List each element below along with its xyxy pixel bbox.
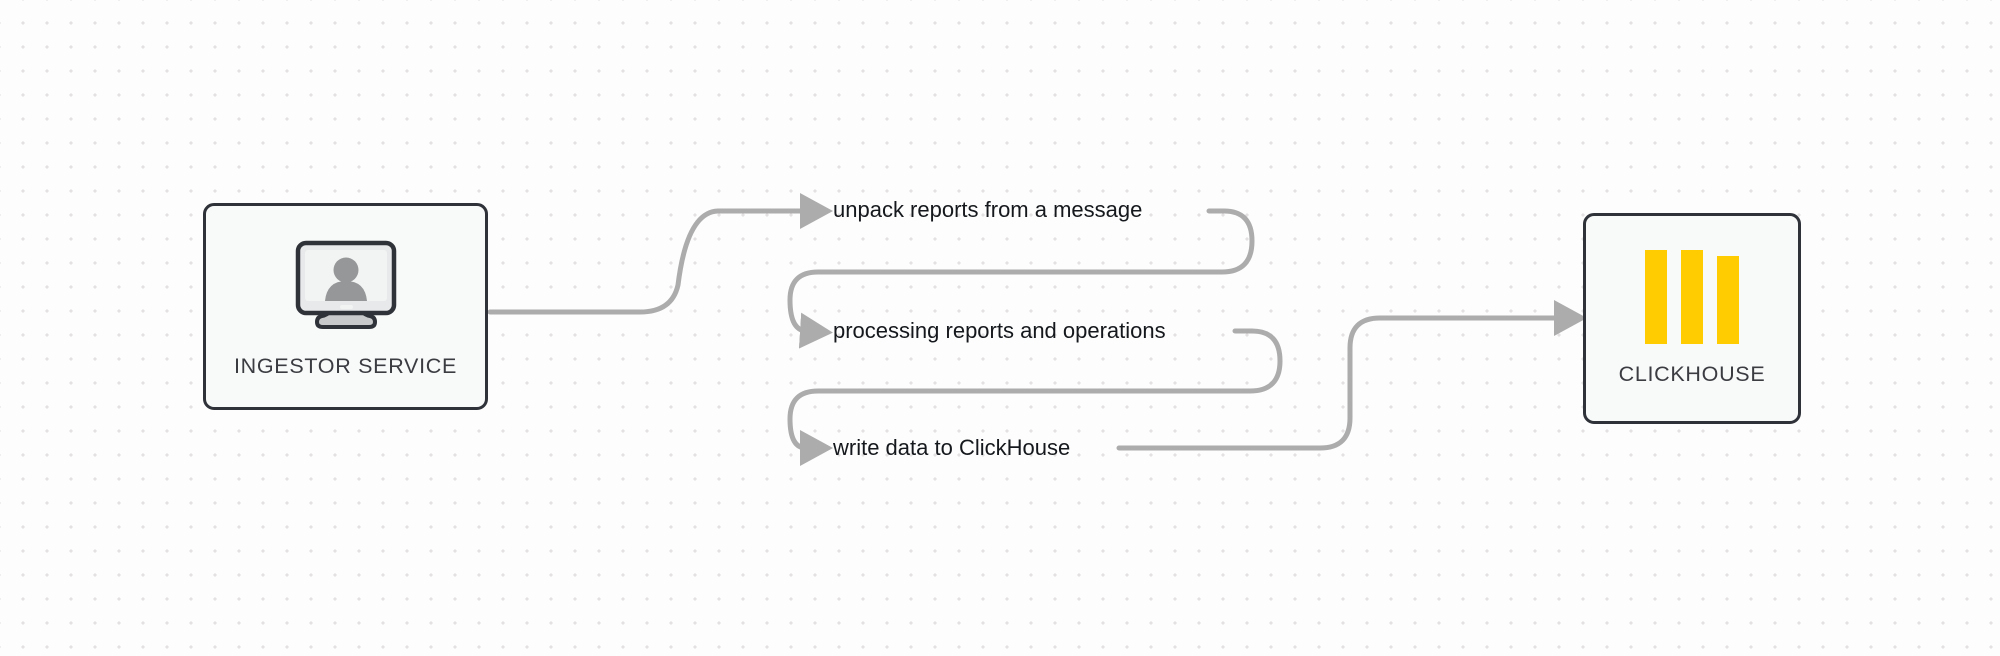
- edge-path-0-loop: [787, 208, 1255, 349]
- node-clickhouse[interactable]: CLICKHOUSE: [1583, 213, 1801, 424]
- edge-label-write-data: write data to ClickHouse: [833, 435, 1071, 460]
- clickhouse-bar-1: [1645, 250, 1667, 344]
- node-label-ingestor: INGESTOR SERVICE: [233, 354, 458, 378]
- node-label-clickhouse: CLICKHOUSE: [1618, 362, 1766, 386]
- clickhouse-bar-2: [1681, 250, 1703, 344]
- clickhouse-bar-3: [1717, 256, 1739, 344]
- node-ingestor-service[interactable]: INGESTOR SERVICE: [203, 203, 488, 410]
- monitor-user-icon: [295, 240, 396, 329]
- clickhouse-bars-icon: [1645, 250, 1739, 344]
- edge-label-processing-reports: processing reports and operations: [833, 318, 1166, 343]
- edge-path-1-loop: [787, 328, 1283, 466]
- edge-path-0: [487, 193, 833, 315]
- edge-label-unpack-reports: unpack reports from a message: [833, 197, 1143, 222]
- edge-path-2: [1116, 300, 1587, 451]
